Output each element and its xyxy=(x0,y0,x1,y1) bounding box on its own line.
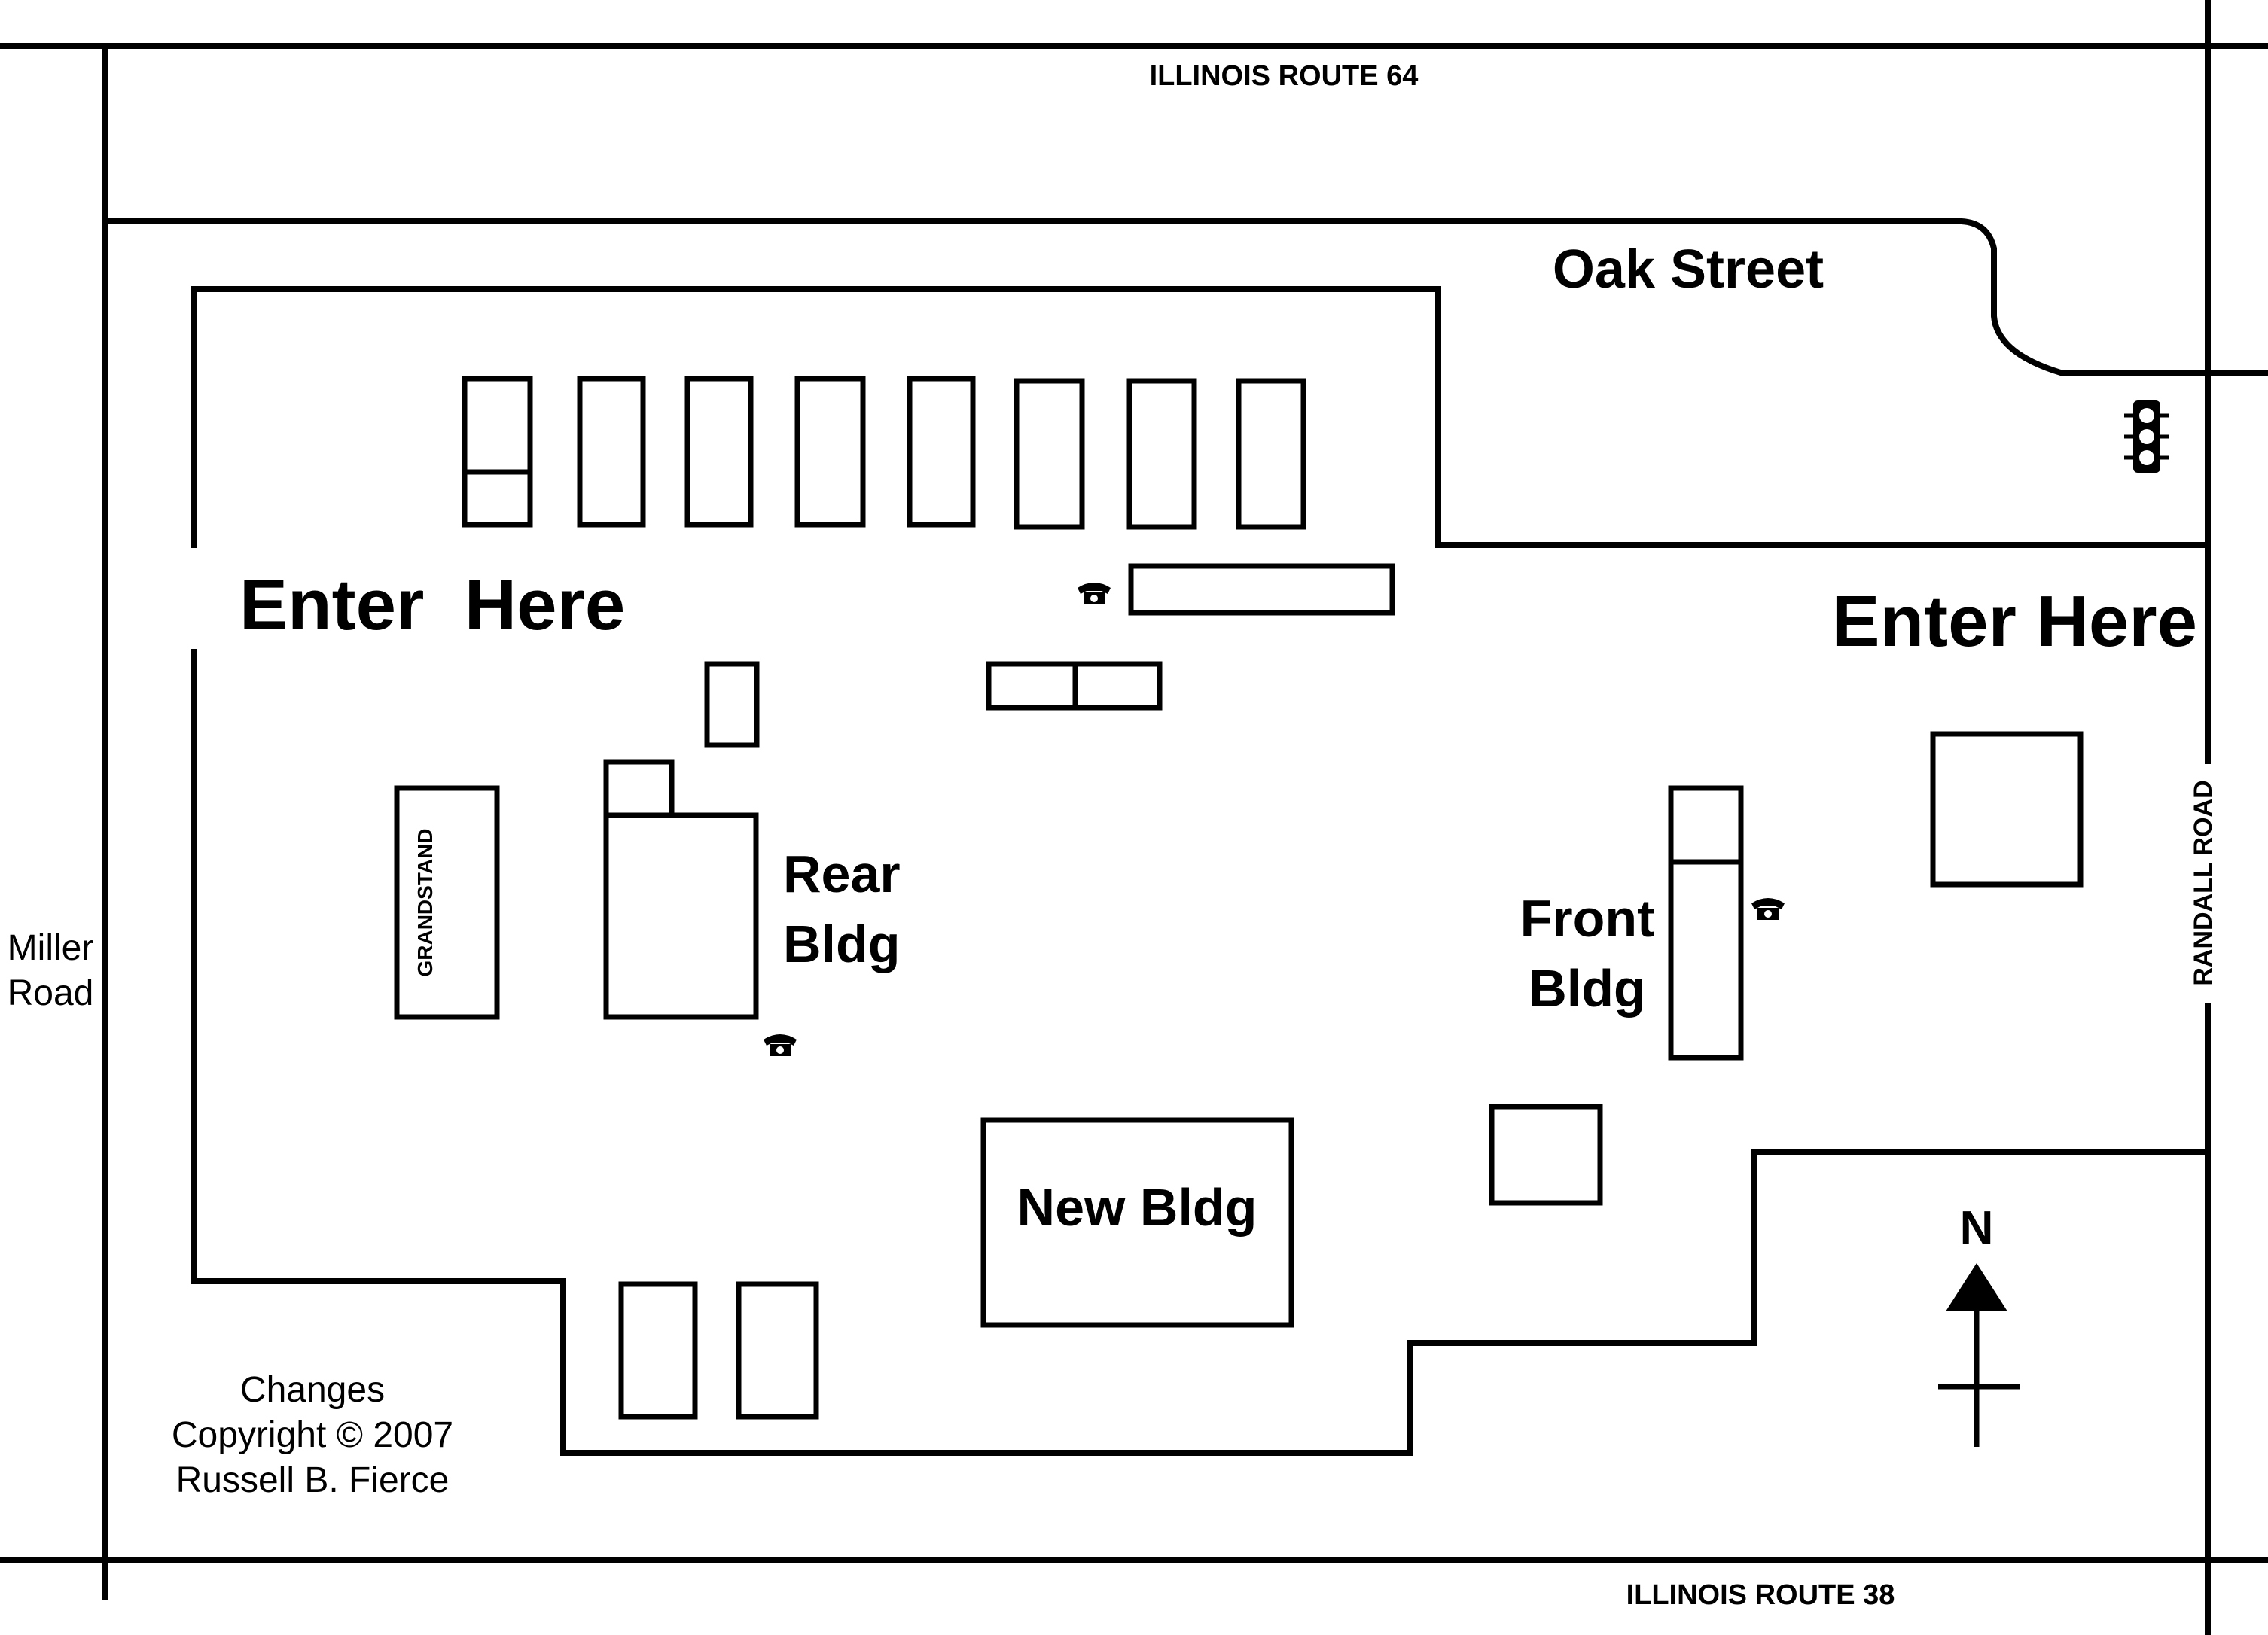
grandstand-label: GRANDSTAND xyxy=(413,828,437,976)
credit-line-2: Copyright © 2007 xyxy=(172,1415,453,1455)
boundary-south xyxy=(191,649,2208,1456)
front-bldg-label-line2: Bldg xyxy=(1529,959,1646,1018)
north-label: N xyxy=(1960,1202,1994,1254)
stall-4 xyxy=(794,376,866,528)
front-bldg-label-line1: Front xyxy=(1520,889,1655,948)
route-38-label: ILLINOIS ROUTE 38 xyxy=(1626,1579,1895,1611)
miller-road-label-line1: Miller xyxy=(8,928,94,968)
south-building-2 xyxy=(736,1281,819,1420)
credit-line-1: Changes xyxy=(240,1370,385,1410)
stall-5 xyxy=(907,376,976,528)
new-building xyxy=(980,1117,1294,1328)
rear-building xyxy=(603,812,759,1020)
telephone-icon xyxy=(764,1034,797,1056)
route-64-label: ILLINOIS ROUTE 64 xyxy=(1150,60,1419,92)
front-building xyxy=(1668,785,1744,1061)
rear-bldg-label-line2: Bldg xyxy=(783,915,901,973)
stall-8 xyxy=(1236,378,1306,530)
small-building xyxy=(704,661,760,748)
telephone-icon xyxy=(1078,583,1111,604)
stall-3 xyxy=(684,376,754,528)
randall-road-label: RANDALL ROAD xyxy=(2189,780,2218,985)
new-bldg-label: New Bldg xyxy=(1017,1178,1257,1237)
rear-bldg-label-line1: Rear xyxy=(783,845,901,903)
rear-building-annex xyxy=(603,759,675,819)
credit-line-3: Russell B. Fierce xyxy=(176,1460,450,1500)
stall-7 xyxy=(1126,378,1197,530)
stall-2 xyxy=(577,376,646,528)
grandstand-building xyxy=(394,785,500,1020)
miller-road-label-line2: Road xyxy=(8,973,94,1013)
east-entrance-label: Enter Here xyxy=(1831,581,2197,662)
long-building xyxy=(1128,563,1395,616)
west-entrance-label: Enter Here xyxy=(239,565,625,645)
east-square-building xyxy=(1930,731,2084,888)
north-arrow-icon: N xyxy=(1938,1202,2020,1447)
telephone-icon xyxy=(1751,898,1785,920)
boundary-north-west xyxy=(191,286,2208,548)
oak-street-label: Oak Street xyxy=(1553,239,1824,300)
fairground-boundary xyxy=(191,286,2208,1456)
stall-1 xyxy=(462,376,533,528)
southeast-square-building xyxy=(1489,1104,1603,1206)
stall-6 xyxy=(1014,378,1085,530)
stall-row xyxy=(462,376,1306,530)
traffic-light-icon xyxy=(2124,400,2169,473)
north-arrowhead xyxy=(1946,1263,2007,1311)
oak-street-line xyxy=(105,218,2268,376)
south-building-1 xyxy=(618,1281,698,1420)
copyright-note: Changes Copyright © 2007 Russell B. Fier… xyxy=(172,1370,453,1500)
